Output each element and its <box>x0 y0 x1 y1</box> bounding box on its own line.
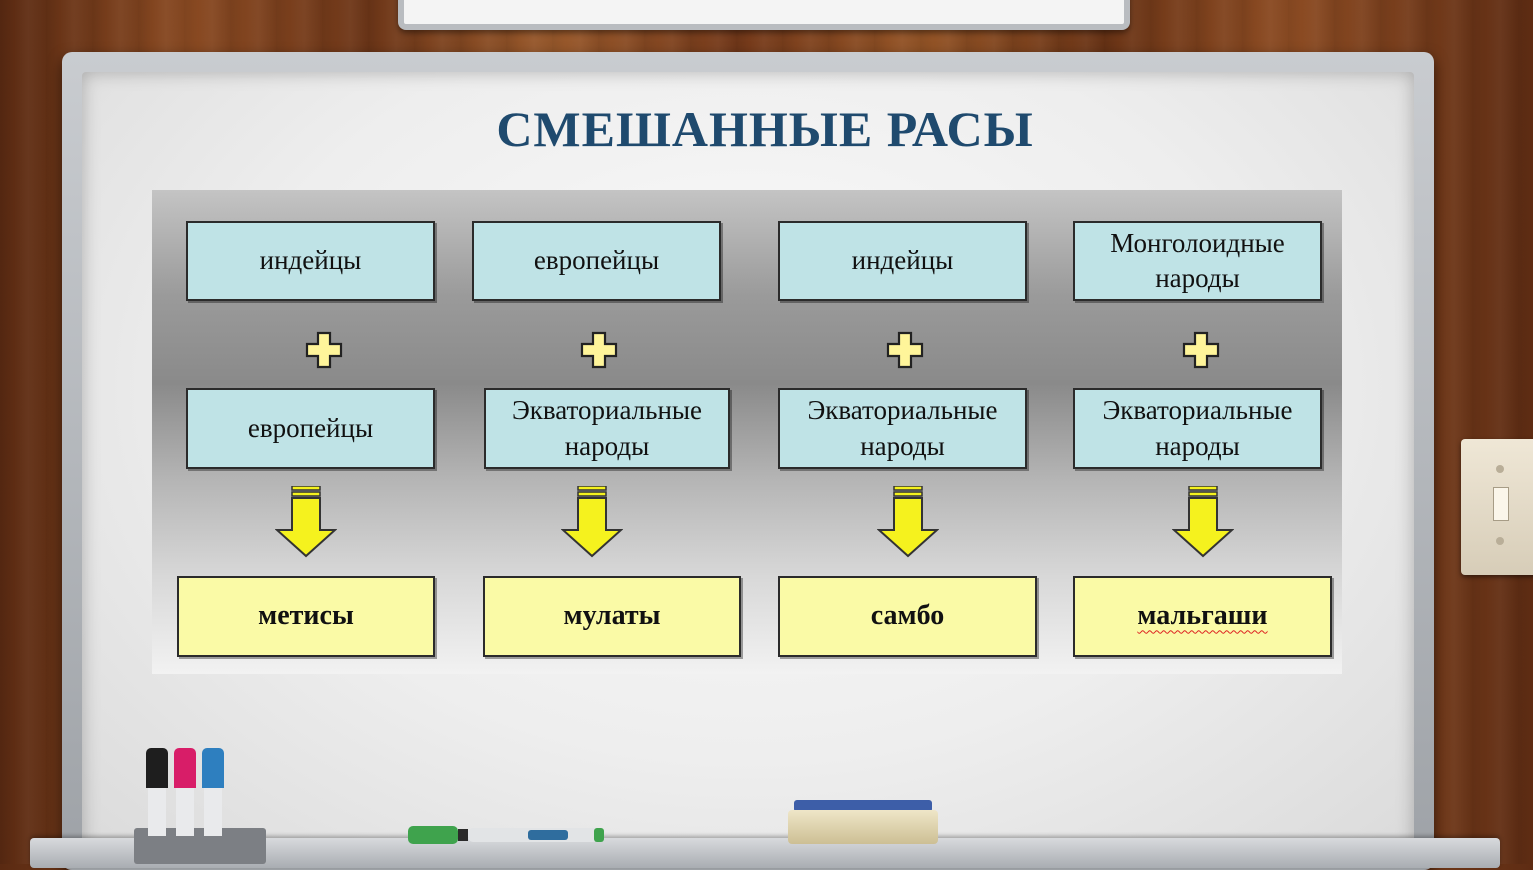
upper-board <box>398 0 1130 30</box>
column-4-result: мальгаши <box>1073 576 1332 657</box>
column-3-parent-2: Экваториальные народы <box>778 388 1027 469</box>
column-2-parent-2: Экваториальные народы <box>484 388 730 469</box>
plus-icon <box>305 331 343 369</box>
column-1-result: метисы <box>177 576 435 657</box>
light-switch <box>1461 439 1533 575</box>
green-marker <box>408 826 604 844</box>
screw-icon <box>1496 537 1504 545</box>
plus-icon <box>1182 331 1220 369</box>
column-4-result-text: мальгаши <box>1137 600 1268 632</box>
plus-icon <box>580 331 618 369</box>
board-eraser <box>788 800 938 844</box>
column-1-parent-2: европейцы <box>186 388 435 469</box>
down-arrow-icon <box>1172 486 1234 558</box>
column-2-parent-1: европейцы <box>472 221 721 301</box>
column-2-result: мулаты <box>483 576 741 657</box>
column-1-parent-1: индейцы <box>186 221 435 301</box>
marker-tray <box>30 838 1500 868</box>
plus-icon <box>886 331 924 369</box>
column-4-parent-1: Монголоидные народы <box>1073 221 1322 301</box>
screw-icon <box>1496 465 1504 473</box>
down-arrow-icon <box>561 486 623 558</box>
down-arrow-icon <box>877 486 939 558</box>
black-marker <box>146 748 168 836</box>
column-4-parent-2: Экваториальные народы <box>1073 388 1322 469</box>
column-3-parent-1: индейцы <box>778 221 1027 301</box>
slide-title: СМЕШАННЫЕ РАСЫ <box>496 101 1034 157</box>
pink-marker <box>174 748 196 836</box>
switch-toggle <box>1493 487 1509 521</box>
column-3-result: самбо <box>778 576 1037 657</box>
down-arrow-icon <box>275 486 337 558</box>
blue-marker <box>202 748 224 836</box>
